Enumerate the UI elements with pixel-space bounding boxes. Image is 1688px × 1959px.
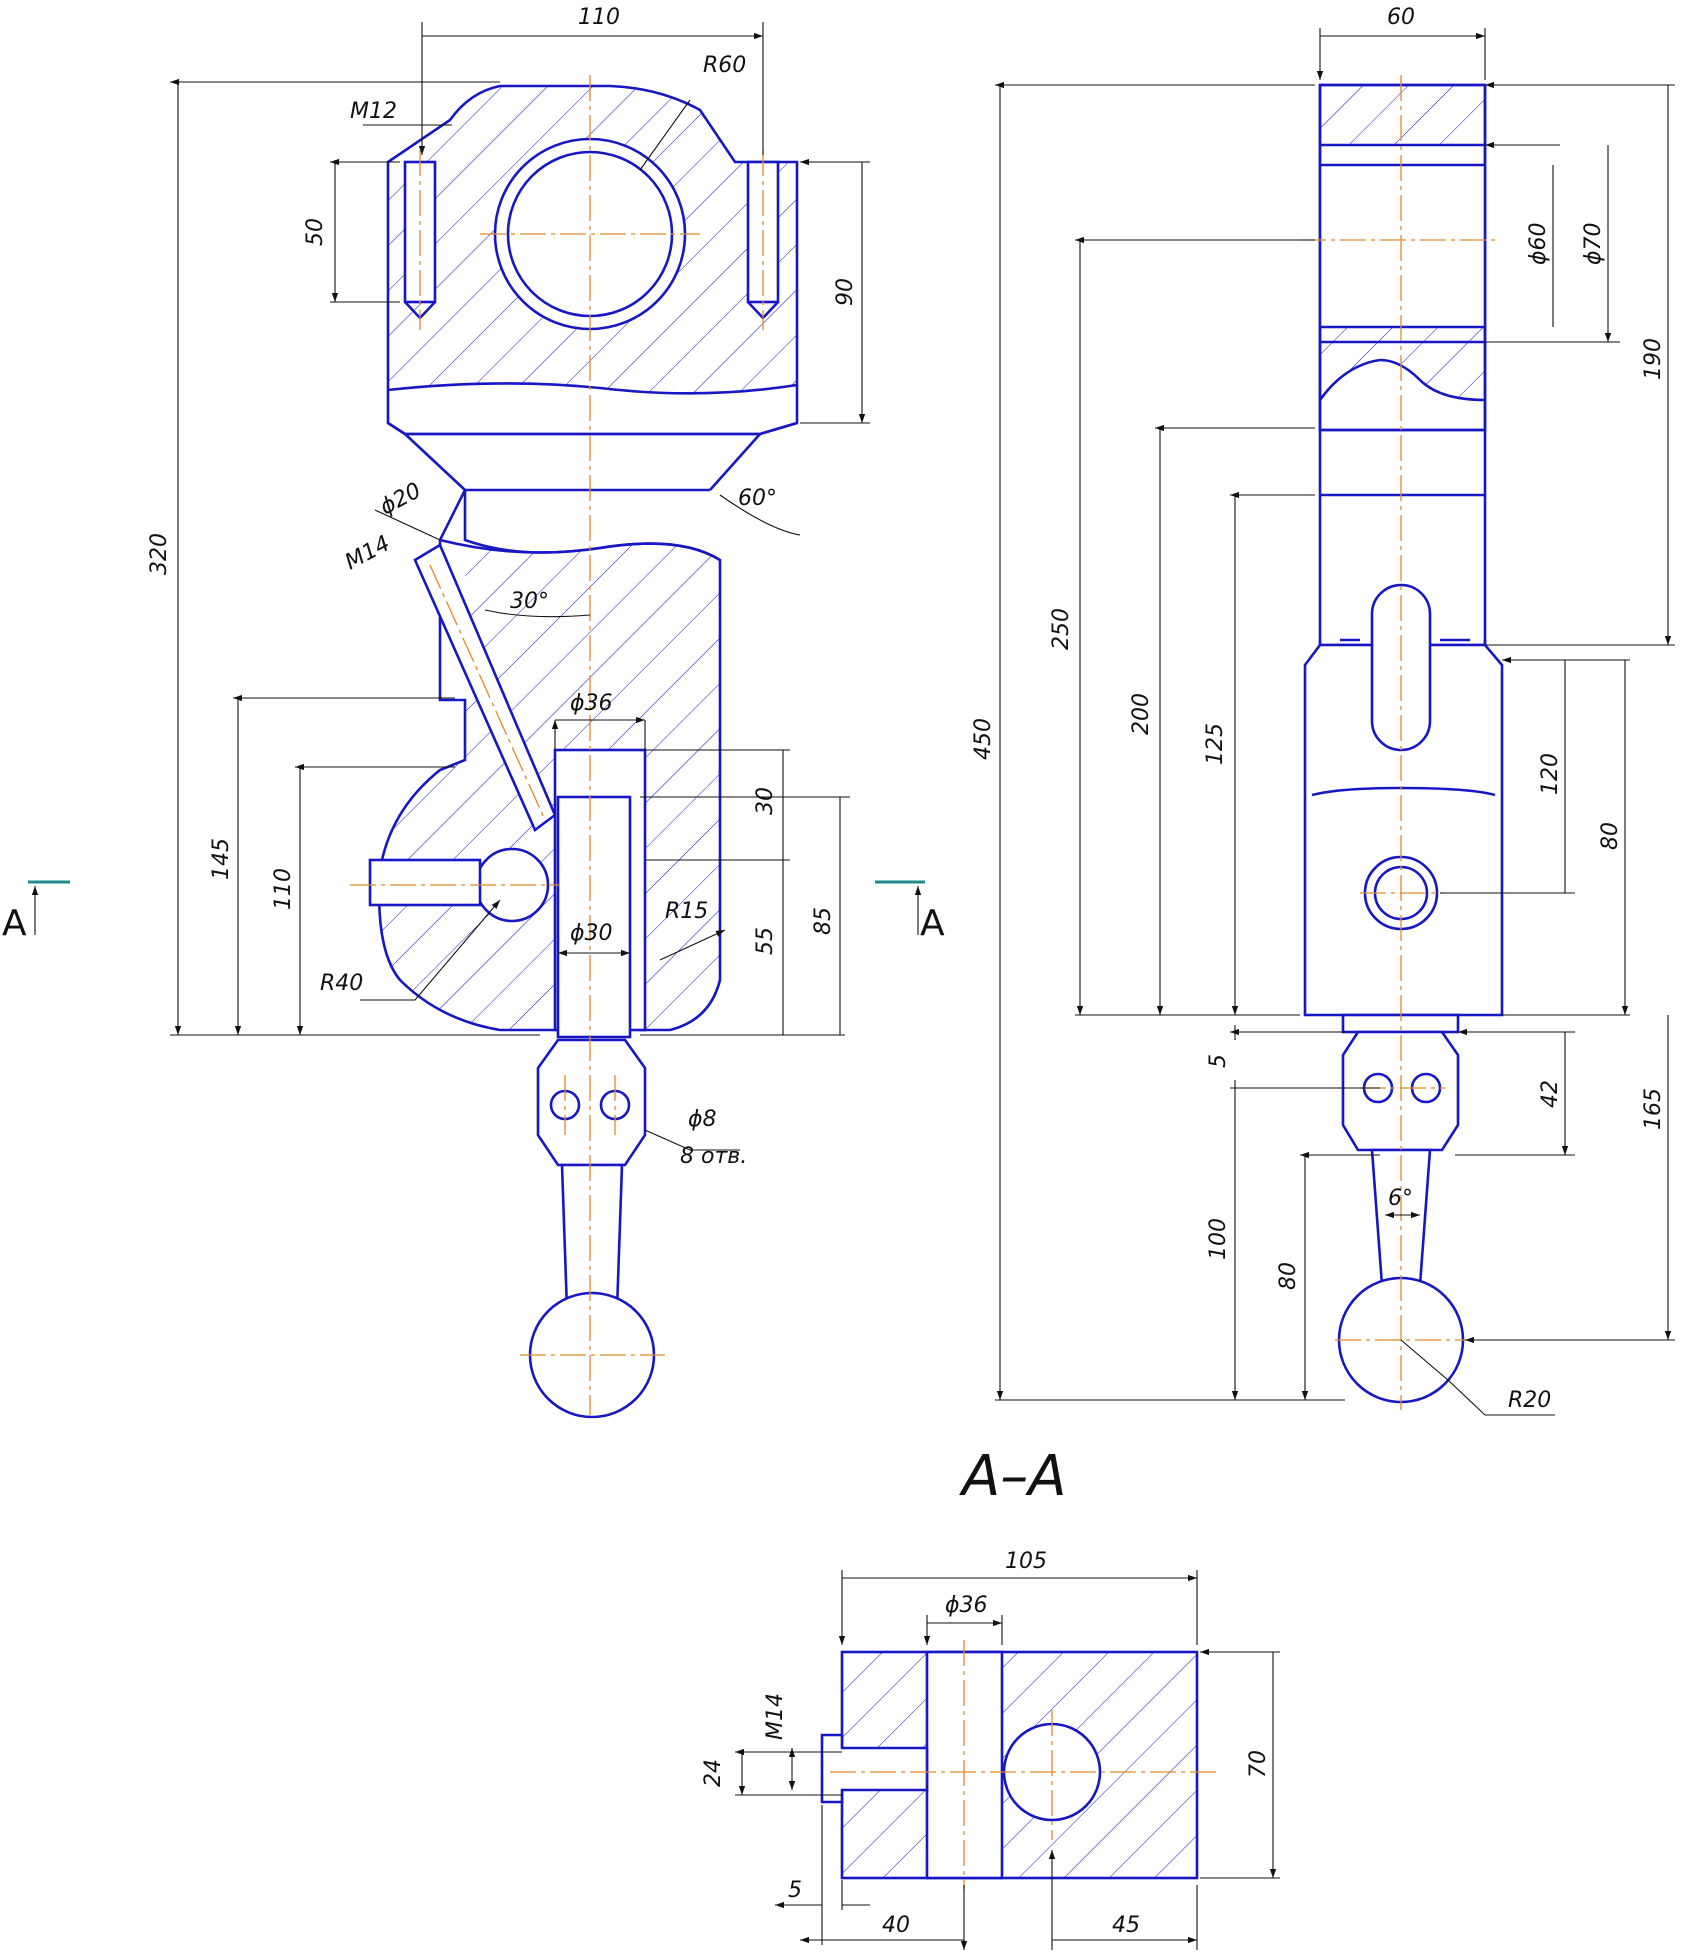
dim-120: 120 [1538, 753, 1563, 795]
dim-110: 110 [578, 5, 620, 30]
section-port [820, 1733, 929, 1804]
dim-m12: M12 [350, 99, 397, 124]
dim-80-lower: 80 [1276, 1262, 1301, 1290]
dim-80: 80 [1598, 822, 1623, 850]
dim-45: 45 [1112, 1913, 1140, 1938]
dim-angle-30: 30° [510, 589, 549, 614]
dim-d36: ϕ36 [570, 691, 613, 716]
dim-110-vertical: 110 [271, 868, 296, 910]
dim-450: 450 [971, 718, 996, 760]
handle-stem [560, 1163, 624, 1312]
dim-section-m14: M14 [763, 1693, 788, 1740]
dim-42: 42 [1538, 1080, 1563, 1108]
side-view: 60 ϕ60 ϕ70 190 450 250 200 125 120 80 5 … [971, 5, 1675, 1416]
dim-30-vertical: 30 [753, 787, 778, 815]
dim-250: 250 [1049, 608, 1074, 650]
dim-40: 40 [882, 1913, 910, 1938]
dim-d20: ϕ20 [376, 478, 425, 520]
dim-105: 105 [1005, 1549, 1047, 1574]
dim-60-width: 60 [1387, 5, 1415, 30]
section-mark-left: A [2, 880, 70, 944]
dim-5: 5 [1206, 1054, 1231, 1068]
dim-d60: ϕ60 [1526, 222, 1551, 265]
section-mark-right: A [875, 880, 945, 944]
side-port [368, 858, 482, 907]
vertical-shaft-30 [556, 795, 632, 1039]
dim-55: 55 [753, 927, 778, 955]
dim-r15: R15 [665, 899, 708, 924]
section-title: A–A [959, 1444, 1067, 1509]
section-letter-right: A [920, 903, 945, 944]
dim-angle-60: 60° [738, 486, 777, 511]
dim-100: 100 [1206, 1218, 1231, 1260]
dim-125: 125 [1203, 723, 1228, 765]
dim-d8: ϕ8 [688, 1107, 717, 1132]
dim-r20: R20 [1508, 1388, 1551, 1413]
front-view: 110 R60 M12 50 90 320 ϕ20 M14 30° 60° ϕ3… [147, 5, 870, 1419]
dim-d70: ϕ70 [1581, 222, 1606, 265]
section-view: 105 ϕ36 M14 24 70 5 40 45 [701, 1549, 1280, 1950]
dim-24: 24 [701, 1759, 726, 1787]
dim-r40: R40 [320, 971, 363, 996]
dim-section-5: 5 [788, 1878, 802, 1903]
dim-section-d36: ϕ36 [945, 1593, 988, 1618]
dim-m14: M14 [341, 531, 394, 575]
dim-200: 200 [1129, 693, 1154, 735]
dim-8-holes: 8 отв. [680, 1144, 747, 1169]
section-letter-left: A [2, 903, 27, 944]
front-chamfer [387, 421, 798, 492]
dim-165: 165 [1641, 1088, 1666, 1130]
dim-85: 85 [811, 907, 836, 935]
dim-190: 190 [1641, 338, 1666, 380]
dim-r60: R60 [703, 53, 746, 78]
dim-70: 70 [1246, 1750, 1271, 1778]
dim-angle-6: 6° [1388, 1186, 1413, 1211]
dim-320: 320 [147, 533, 172, 575]
dim-50: 50 [303, 218, 328, 246]
dim-90: 90 [833, 278, 858, 306]
dim-145: 145 [209, 838, 234, 880]
dim-d30: ϕ30 [570, 921, 613, 946]
